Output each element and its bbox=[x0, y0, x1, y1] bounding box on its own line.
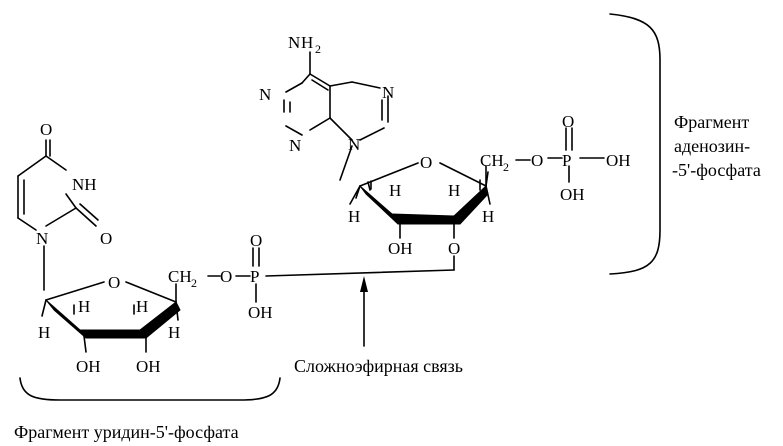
adenosine-label-line2: аденозин- bbox=[674, 136, 750, 156]
uridine-p-o-top-label: O bbox=[250, 231, 262, 250]
adenine-n7-label: N bbox=[382, 83, 394, 102]
adenosine-ring-o-label: O bbox=[420, 153, 432, 172]
adenosine-link-o-label: O bbox=[531, 151, 543, 170]
uracil-o2-label: O bbox=[100, 229, 112, 248]
uridine-fragment-label: Фрагмент уридин-5'-фосфата bbox=[14, 422, 239, 442]
amino-subscript: 2 bbox=[315, 42, 321, 56]
adenosine-label-line1: Фрагмент bbox=[674, 112, 749, 132]
adenosine-p-oh-right-label: OH bbox=[606, 151, 631, 170]
uridine-ch-subscript: 2 bbox=[191, 276, 197, 290]
adenine-n3-label: N bbox=[289, 136, 301, 155]
uridine-p-label: P bbox=[250, 267, 259, 286]
adenosine-o3-label: O bbox=[448, 239, 460, 258]
adenosine-h3-label: H bbox=[448, 181, 460, 200]
adenosine-ch-subscript: 2 bbox=[503, 160, 509, 174]
adenosine-p-o-top-label: O bbox=[562, 112, 574, 131]
adenosine-label-line3: -5'-фосфата bbox=[672, 160, 761, 180]
ester-bond-label: Сложноэфирная связь bbox=[294, 356, 463, 376]
adenosine-h2-label: H bbox=[389, 181, 401, 200]
uridine-h3-label: H bbox=[136, 297, 148, 316]
uridine-oh-right-label: OH bbox=[136, 357, 161, 376]
adenosine-h4-label: H bbox=[482, 207, 494, 226]
uracil-o4-label: O bbox=[40, 120, 52, 139]
uridine-p-oh-label: OH bbox=[248, 303, 273, 322]
uridine-link-o-label: O bbox=[220, 267, 232, 286]
adenine-base bbox=[283, 51, 389, 181]
adenosine-oh-label: OH bbox=[388, 239, 413, 258]
uridine-ribose bbox=[41, 247, 455, 353]
adenosine-ch-label: CH bbox=[480, 151, 504, 170]
uridine-oh-left-label: OH bbox=[76, 357, 101, 376]
uridine-ch-label: CH bbox=[168, 267, 192, 286]
amino-h-label: H bbox=[301, 33, 313, 52]
adenine-n1-label: N bbox=[259, 85, 271, 104]
uridine-h1-label: H bbox=[38, 323, 50, 342]
ester-bond-arrow bbox=[360, 276, 368, 347]
uracil-n1-label: N bbox=[36, 229, 48, 248]
uridine-h2-label: H bbox=[78, 297, 90, 316]
uracil-nh-label: NH bbox=[72, 175, 97, 194]
uridine-ring-o-label: O bbox=[108, 273, 120, 292]
amino-n-label: N bbox=[288, 33, 300, 52]
adenosine-p-label: P bbox=[562, 151, 571, 170]
adenosine-ribose bbox=[349, 127, 605, 271]
uracil-base bbox=[17, 139, 99, 291]
adenine-n9-label: N bbox=[348, 135, 360, 154]
adenosine-p-oh-bottom-label: OH bbox=[560, 185, 585, 204]
uridine-fragment-brace bbox=[19, 377, 281, 401]
adenosine-fragment-brace bbox=[609, 13, 661, 275]
uridine-h4-label: H bbox=[168, 323, 180, 342]
adenosine-h1-label: H bbox=[348, 207, 360, 226]
